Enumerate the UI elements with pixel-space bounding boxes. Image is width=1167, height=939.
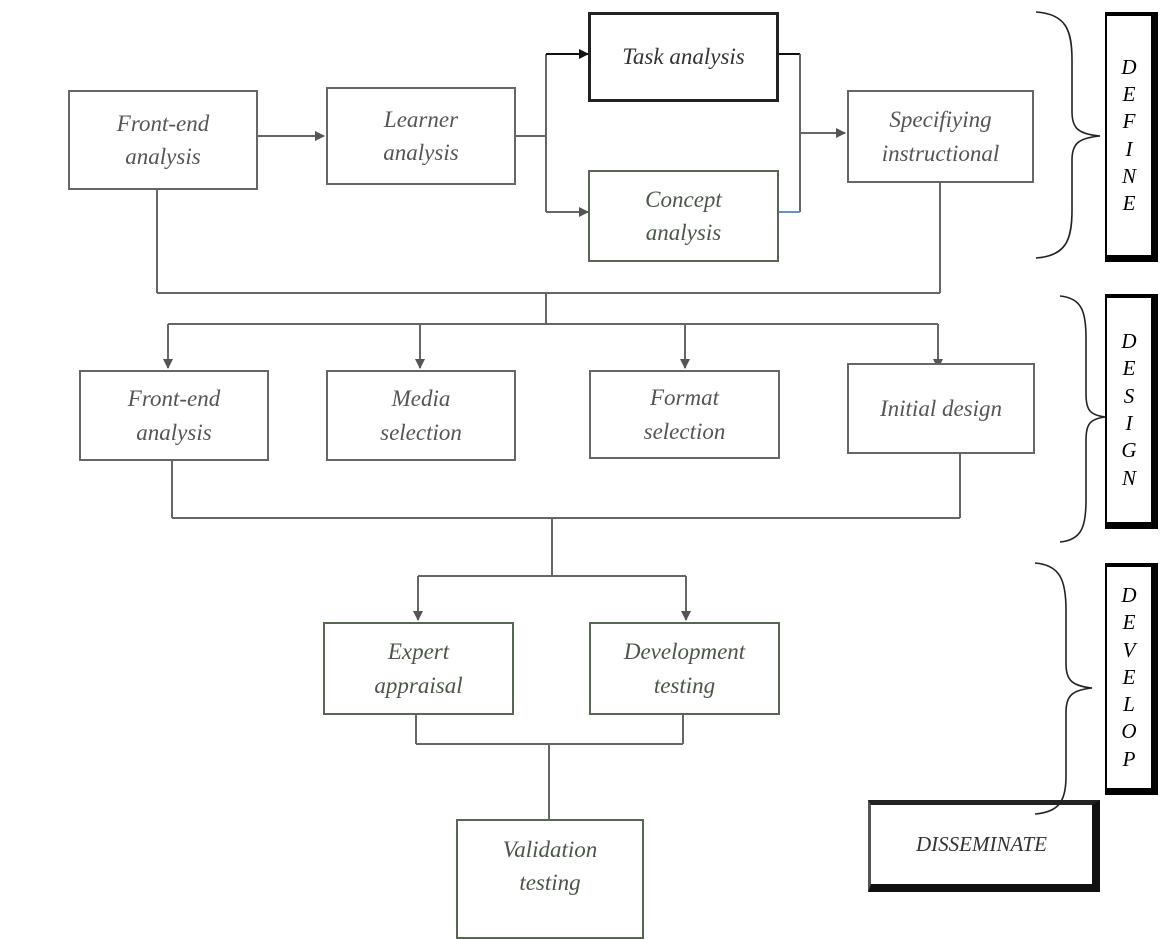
learner-analysis-box: Learner analysis <box>326 87 516 185</box>
stage-define-letter: D <box>1121 54 1137 79</box>
stage-develop-letter: L <box>1123 692 1135 717</box>
stage-develop-letter: E <box>1122 610 1136 635</box>
initial-design-box: Initial design <box>847 363 1035 454</box>
stage-develop-letter: P <box>1122 746 1136 771</box>
stage-design-letter: E <box>1122 356 1136 381</box>
stage-develop-label: D E V E L O P <box>1105 563 1158 795</box>
concept-analysis-box: Concept analysis <box>588 170 779 262</box>
task-analysis-box: Task analysis <box>588 12 779 102</box>
stage-define-letter: E <box>1122 191 1136 216</box>
stage-design-letter: S <box>1123 383 1135 408</box>
stage-define-letter: E <box>1122 81 1136 106</box>
stage-define-letter: F <box>1122 109 1136 134</box>
stage-define-letter: I <box>1125 136 1133 161</box>
stage-design-letter: D <box>1121 329 1137 354</box>
validation-testing-box: Validation testing <box>456 819 644 939</box>
stage-develop-letter: O <box>1121 719 1137 744</box>
stage-define-letter: N <box>1121 163 1136 188</box>
define-front-end-analysis-box: Front-end analysis <box>68 90 258 190</box>
brace-define <box>1035 11 1101 259</box>
stage-design-letter: N <box>1121 465 1136 490</box>
specifying-instructional-box: Specifiying instructional <box>847 90 1034 183</box>
stage-develop-letter: D <box>1121 582 1137 607</box>
stage-design-letter: G <box>1121 438 1137 463</box>
stage-develop-letter: E <box>1122 664 1136 689</box>
design-front-end-analysis-box: Front-end analysis <box>79 370 269 461</box>
stage-design-letter: I <box>1125 411 1133 435</box>
stage-disseminate-label: DISSEMINATE <box>868 800 1100 892</box>
brace-develop <box>1034 562 1093 815</box>
stage-define-label: D E F I N E <box>1105 12 1158 262</box>
stage-design-label: D E S I G N <box>1105 294 1158 529</box>
development-testing-box: Development testing <box>589 622 780 715</box>
stage-develop-letter: V <box>1122 637 1136 662</box>
format-selection-box: Format selection <box>589 370 780 459</box>
brace-design <box>1059 295 1106 543</box>
expert-appraisal-box: Expert appraisal <box>323 622 514 715</box>
media-selection-box: Media selection <box>326 370 516 461</box>
